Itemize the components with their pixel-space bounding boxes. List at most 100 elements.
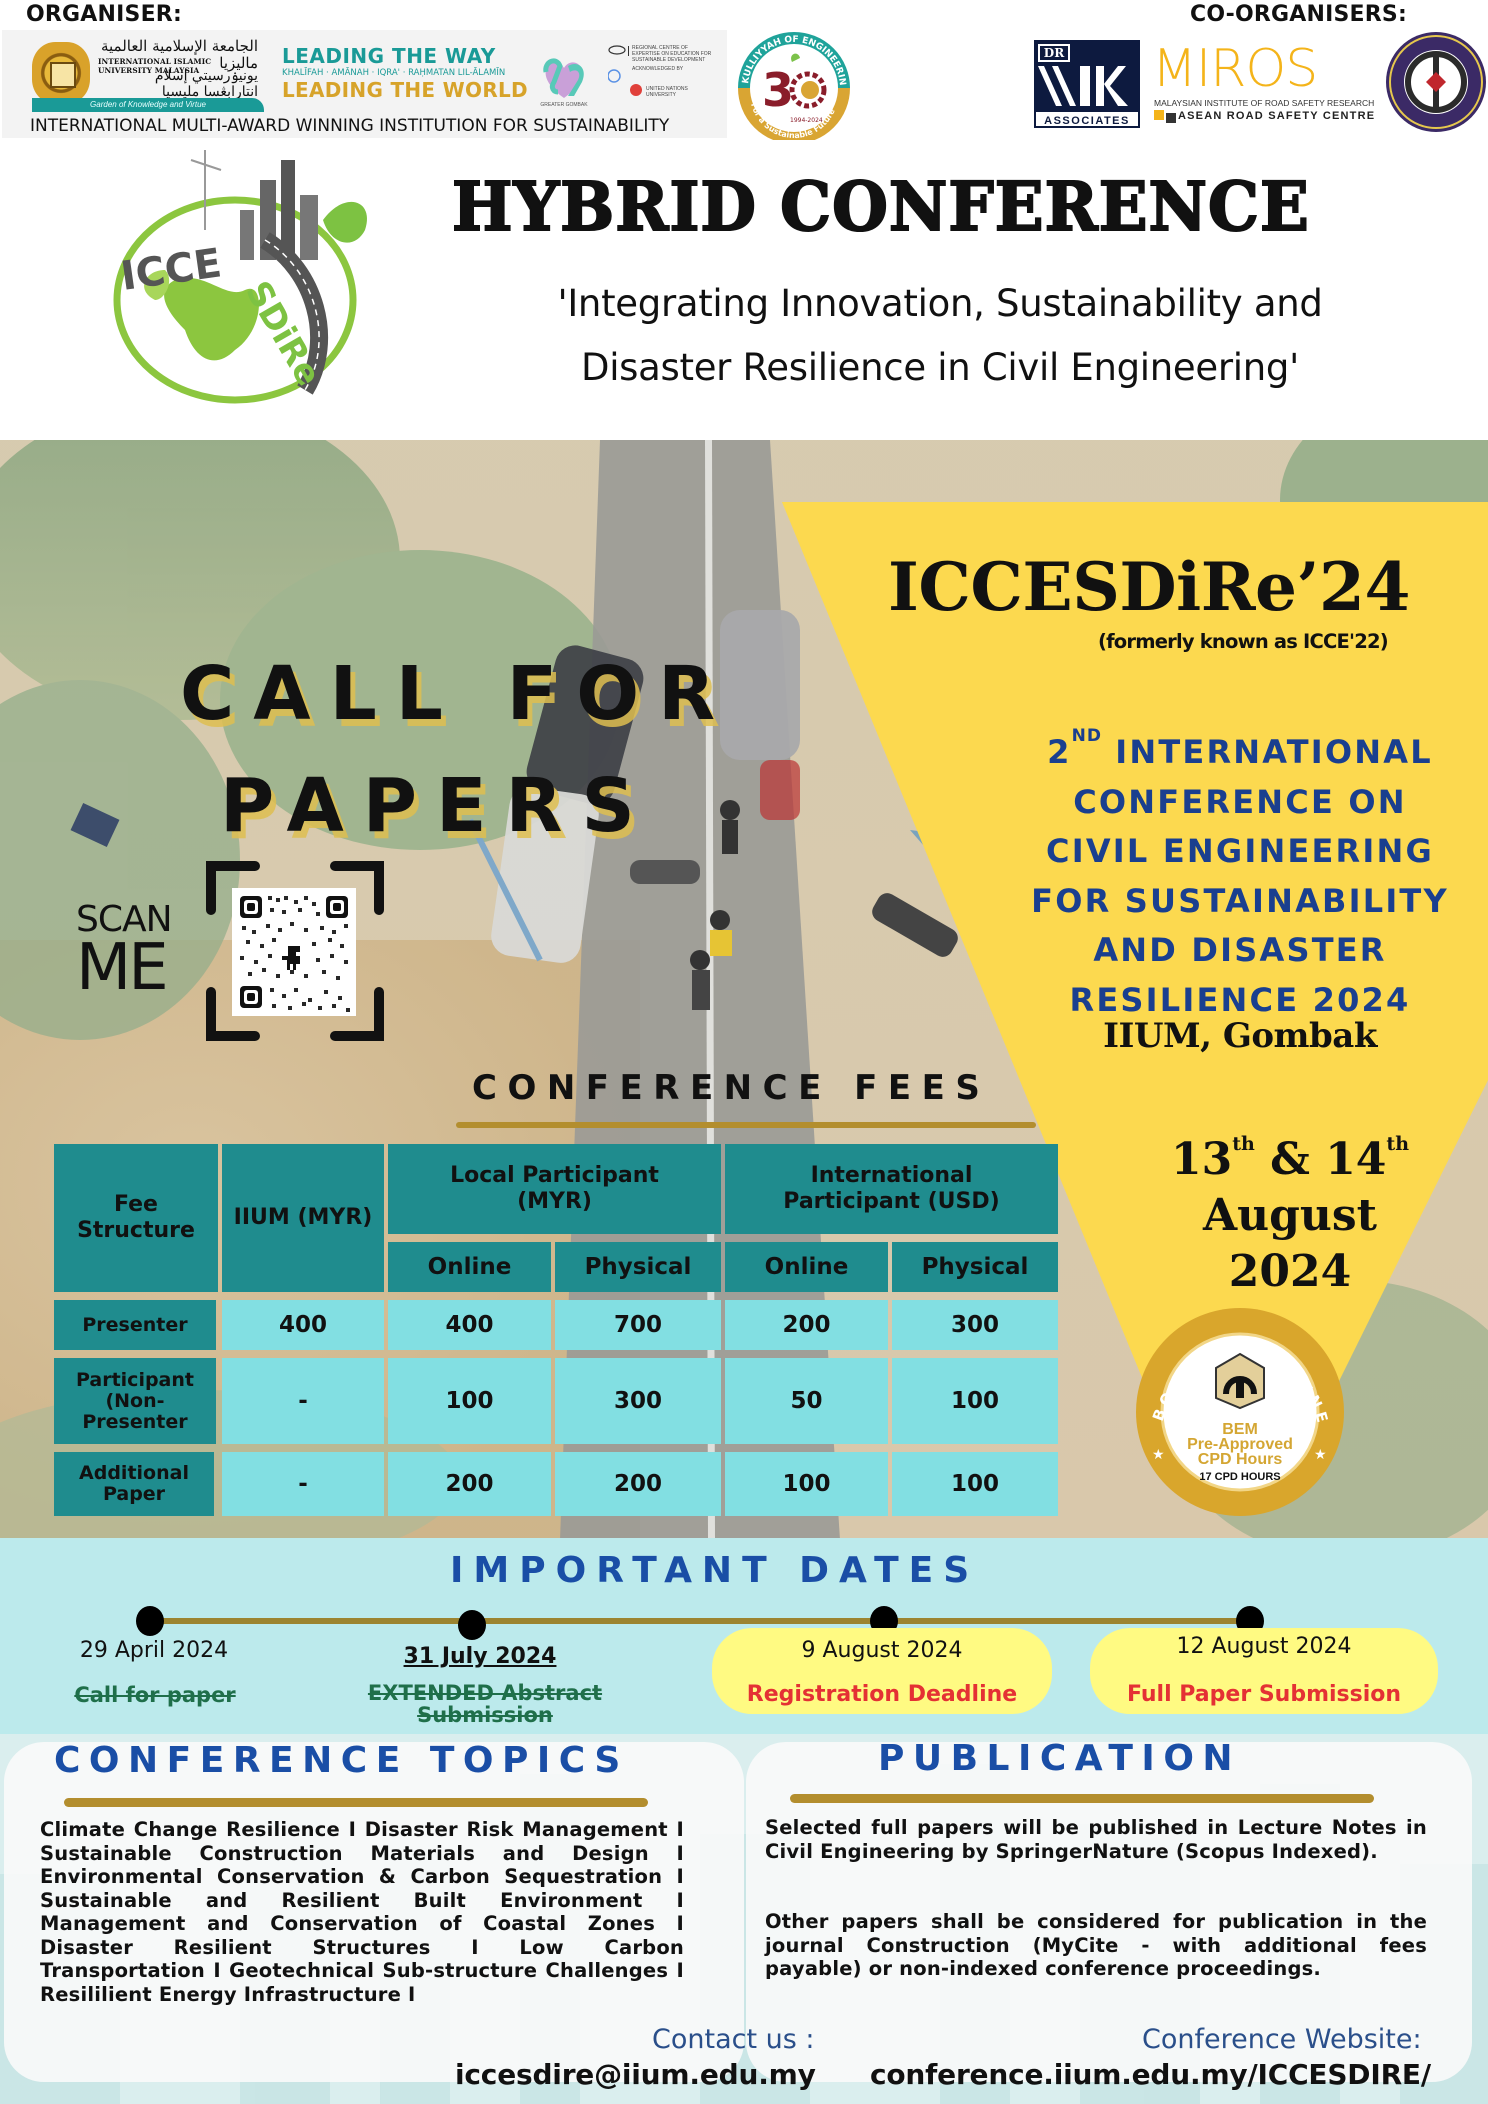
day-1-suffix: th (1232, 1133, 1255, 1155)
iium-tagline: Garden of Knowledge and Virtue (32, 98, 264, 112)
timeline-dot (458, 1610, 486, 1640)
event-dates: 13th & 14th August 2024 (1130, 1116, 1450, 1300)
coorganiser-label: CO-ORGANISERS: (1190, 2, 1407, 27)
timeline-dot (136, 1606, 164, 1636)
fees-cell-intl-online: 100 (725, 1452, 888, 1516)
qr-frame-icon (206, 861, 384, 1041)
fees-cell-intl-online: 200 (725, 1300, 888, 1350)
svg-text:★: ★ (1314, 1446, 1327, 1462)
event-days: 13th & 14th (1130, 1116, 1450, 1188)
conference-website-link[interactable]: conference.iium.edu.my/ICCESDIRE/ (870, 2058, 1431, 2091)
date-highlight-pill (1090, 1628, 1438, 1714)
organiser-label: ORGANISER: (26, 2, 182, 27)
scan-text: SCAN (76, 899, 173, 940)
iium-banner: الجامعة الإسلامية العالمية ماليزيا INTER… (2, 30, 727, 138)
utb-logo-icon (1386, 32, 1486, 132)
greater-gombak-label: GREATER GOMBAK (540, 102, 588, 108)
svg-text:★: ★ (1152, 1446, 1165, 1462)
fees-cell-intl-physical: 100 (892, 1358, 1058, 1444)
fees-cell-iium: - (222, 1452, 384, 1516)
hero-section: ICCESDiRe’24 (formerly known as ICCE'22)… (0, 440, 1488, 1540)
miros-subtitle: MALAYSIAN INSTITUTE OF ROAD SAFETY RESEA… (1154, 98, 1375, 108)
drnik-associates: ASSOCIATES (1034, 110, 1140, 128)
event-name: ICCESDiRe’24 (888, 548, 1410, 626)
date-abstract-submission: 31 July 2024 (403, 1644, 557, 1669)
event-full-name-line: RESILIENCE 2024 (1069, 980, 1411, 1019)
event-venue: IIUM, Gombak (1103, 1016, 1377, 1056)
fees-header-fee-structure: Fee Structure (54, 1144, 218, 1292)
label-abstract-submission: EXTENDED Abstract Submission (367, 1681, 603, 1727)
bem-cpd-hours: 17 CPD HOURS (1199, 1471, 1281, 1483)
fees-row-label: Additional Paper (54, 1452, 214, 1516)
fees-cell-intl-online: 50 (725, 1358, 888, 1444)
event-full-name-line-1: 2ND INTERNATIONAL (1000, 712, 1480, 778)
fees-cell-local-online: 100 (388, 1358, 551, 1444)
conference-topics-text: Climate Change Resilience I Disaster Ris… (40, 1818, 684, 2006)
conference-fees-heading: CONFERENCE FEES (472, 1068, 991, 1108)
miros-asean-centre: ASEAN ROAD SAFETY CENTRE (1154, 110, 1376, 123)
iium-jawi-name: يونيۏرسيتي إسلام انتارابڠسا مليسيا (154, 68, 258, 100)
timeline-line (150, 1618, 1250, 1624)
bottom-section: CONFERENCE TOPICS Climate Change Resilie… (0, 1734, 1488, 2104)
conference-website-label: Conference Website: (1142, 2024, 1422, 2055)
date-call-for-paper: 29 April 2024 (79, 1638, 229, 1663)
publication-heading: PUBLICATION (878, 1738, 1242, 1779)
date-full-paper: 12 August 2024 (1176, 1634, 1352, 1659)
svg-text:3: 3 (762, 63, 794, 117)
ordinal-word: INTERNATIONAL (1115, 733, 1433, 771)
leading-the-world: LEADING THE WORLD (282, 78, 528, 102)
fees-row-label: Participant (Non-Presenter (54, 1358, 216, 1444)
fees-header-iium: IIUM (MYR) (222, 1144, 384, 1292)
miros-name: MIROS (1152, 39, 1318, 99)
qr-code[interactable] (232, 888, 356, 1016)
miros-centre-text: ASEAN ROAD SAFETY CENTRE (1178, 110, 1376, 122)
important-dates-heading: IMPORTANT DATES (450, 1550, 980, 1591)
fees-cell-local-physical: 300 (555, 1358, 721, 1444)
fees-cell-local-physical: 700 (555, 1300, 721, 1350)
event-full-name-line: FOR SUSTAINABILITY (1031, 881, 1449, 920)
un-logos: REGIONAL CENTRE OF EXPERTISE ON EDUCATIO… (607, 44, 718, 104)
fees-header-local-online: Online (388, 1242, 551, 1292)
publication-para-1: Selected full papers will be published i… (765, 1816, 1427, 1863)
label-registration-deadline: Registration Deadline (746, 1682, 1018, 1707)
fees-header-intl-online: Online (725, 1242, 888, 1292)
bem-line-1: BEM (1222, 1421, 1258, 1438)
conference-theme: 'Integrating Innovation, Sustainability … (440, 272, 1440, 400)
call-line-1: CALL FOR (180, 651, 735, 737)
label-call-for-paper: Call for paper (74, 1683, 236, 1707)
fees-underline (456, 1122, 1036, 1128)
fees-header-local: Local Participant (MYR) (388, 1144, 721, 1234)
topics-underline (64, 1798, 648, 1807)
day-1: 13 (1170, 1134, 1233, 1185)
event-full-name-line: CIVIL ENGINEERING (1046, 832, 1434, 870)
event-year: 2024 (1228, 1246, 1352, 1297)
fees-cell-local-online: 200 (388, 1452, 551, 1516)
day-2-suffix: th (1386, 1133, 1410, 1155)
iium-english-name: INTERNATIONAL ISLAMIC UNIVERSITY MALAYSI… (98, 57, 212, 75)
scan-me-label: SCAN ME (76, 899, 173, 1005)
ordinal-suffix: ND (1071, 726, 1102, 746)
dino-icon (282, 946, 300, 970)
fees-cell-local-online: 400 (388, 1300, 551, 1350)
leading-the-way: LEADING THE WAY (282, 44, 496, 68)
acknowledged-by: ACKNOWLEDGED BY (632, 66, 684, 72)
svg-text:1994-2024: 1994-2024 (790, 117, 823, 124)
ampersand: & (1270, 1134, 1310, 1185)
drnik-dr: DR (1038, 44, 1070, 62)
me-text: ME (76, 931, 169, 1005)
conference-topics-heading: CONFERENCE TOPICS (54, 1740, 629, 1781)
publication-underline (790, 1794, 1374, 1803)
contact-us-label: Contact us : (652, 2024, 815, 2055)
event-full-name-line: AND DISASTER (1093, 931, 1387, 969)
important-dates-section: IMPORTANT DATES 29 April 2024 Call for p… (0, 1538, 1488, 1734)
rce-text: REGIONAL CENTRE OF EXPERTISE ON EDUCATIO… (632, 45, 712, 63)
fees-cell-iium: 400 (222, 1300, 384, 1350)
bem-approval-text: BEM Pre-Approved CPD Hours (1172, 1421, 1308, 1468)
fees-row-label: Presenter (54, 1300, 216, 1350)
contact-email-link[interactable]: iccesdire@iium.edu.my (455, 2058, 816, 2091)
miros-logo: MIROS MALAYSIAN INSTITUTE OF ROAD SAFETY… (1150, 42, 1374, 128)
drnik-mark-icon (1038, 66, 1128, 106)
fees-header-local-physical: Physical (555, 1242, 721, 1292)
event-month: August (1203, 1190, 1377, 1241)
iium-crest-icon (32, 42, 90, 104)
